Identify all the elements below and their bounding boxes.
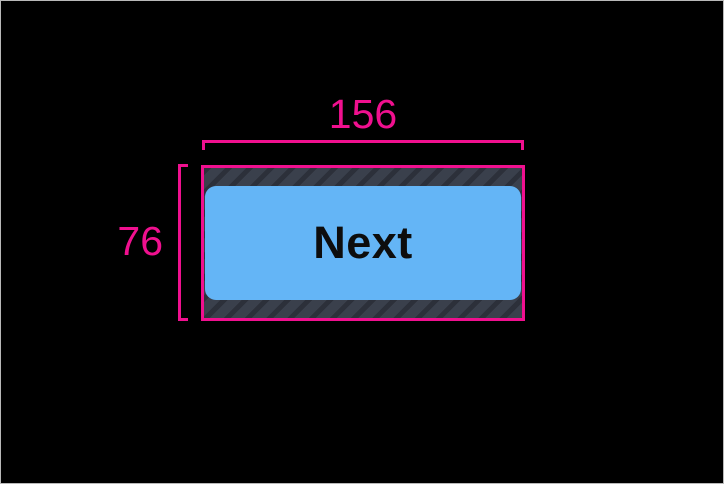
width-measurement-bracket [202, 140, 524, 150]
width-dimension-label: 156 [328, 90, 398, 137]
height-measurement-bracket [178, 164, 188, 321]
selected-widget-outline: Next [201, 165, 525, 321]
height-dimension-label: 76 [117, 217, 163, 264]
next-button[interactable]: Next [205, 186, 521, 300]
